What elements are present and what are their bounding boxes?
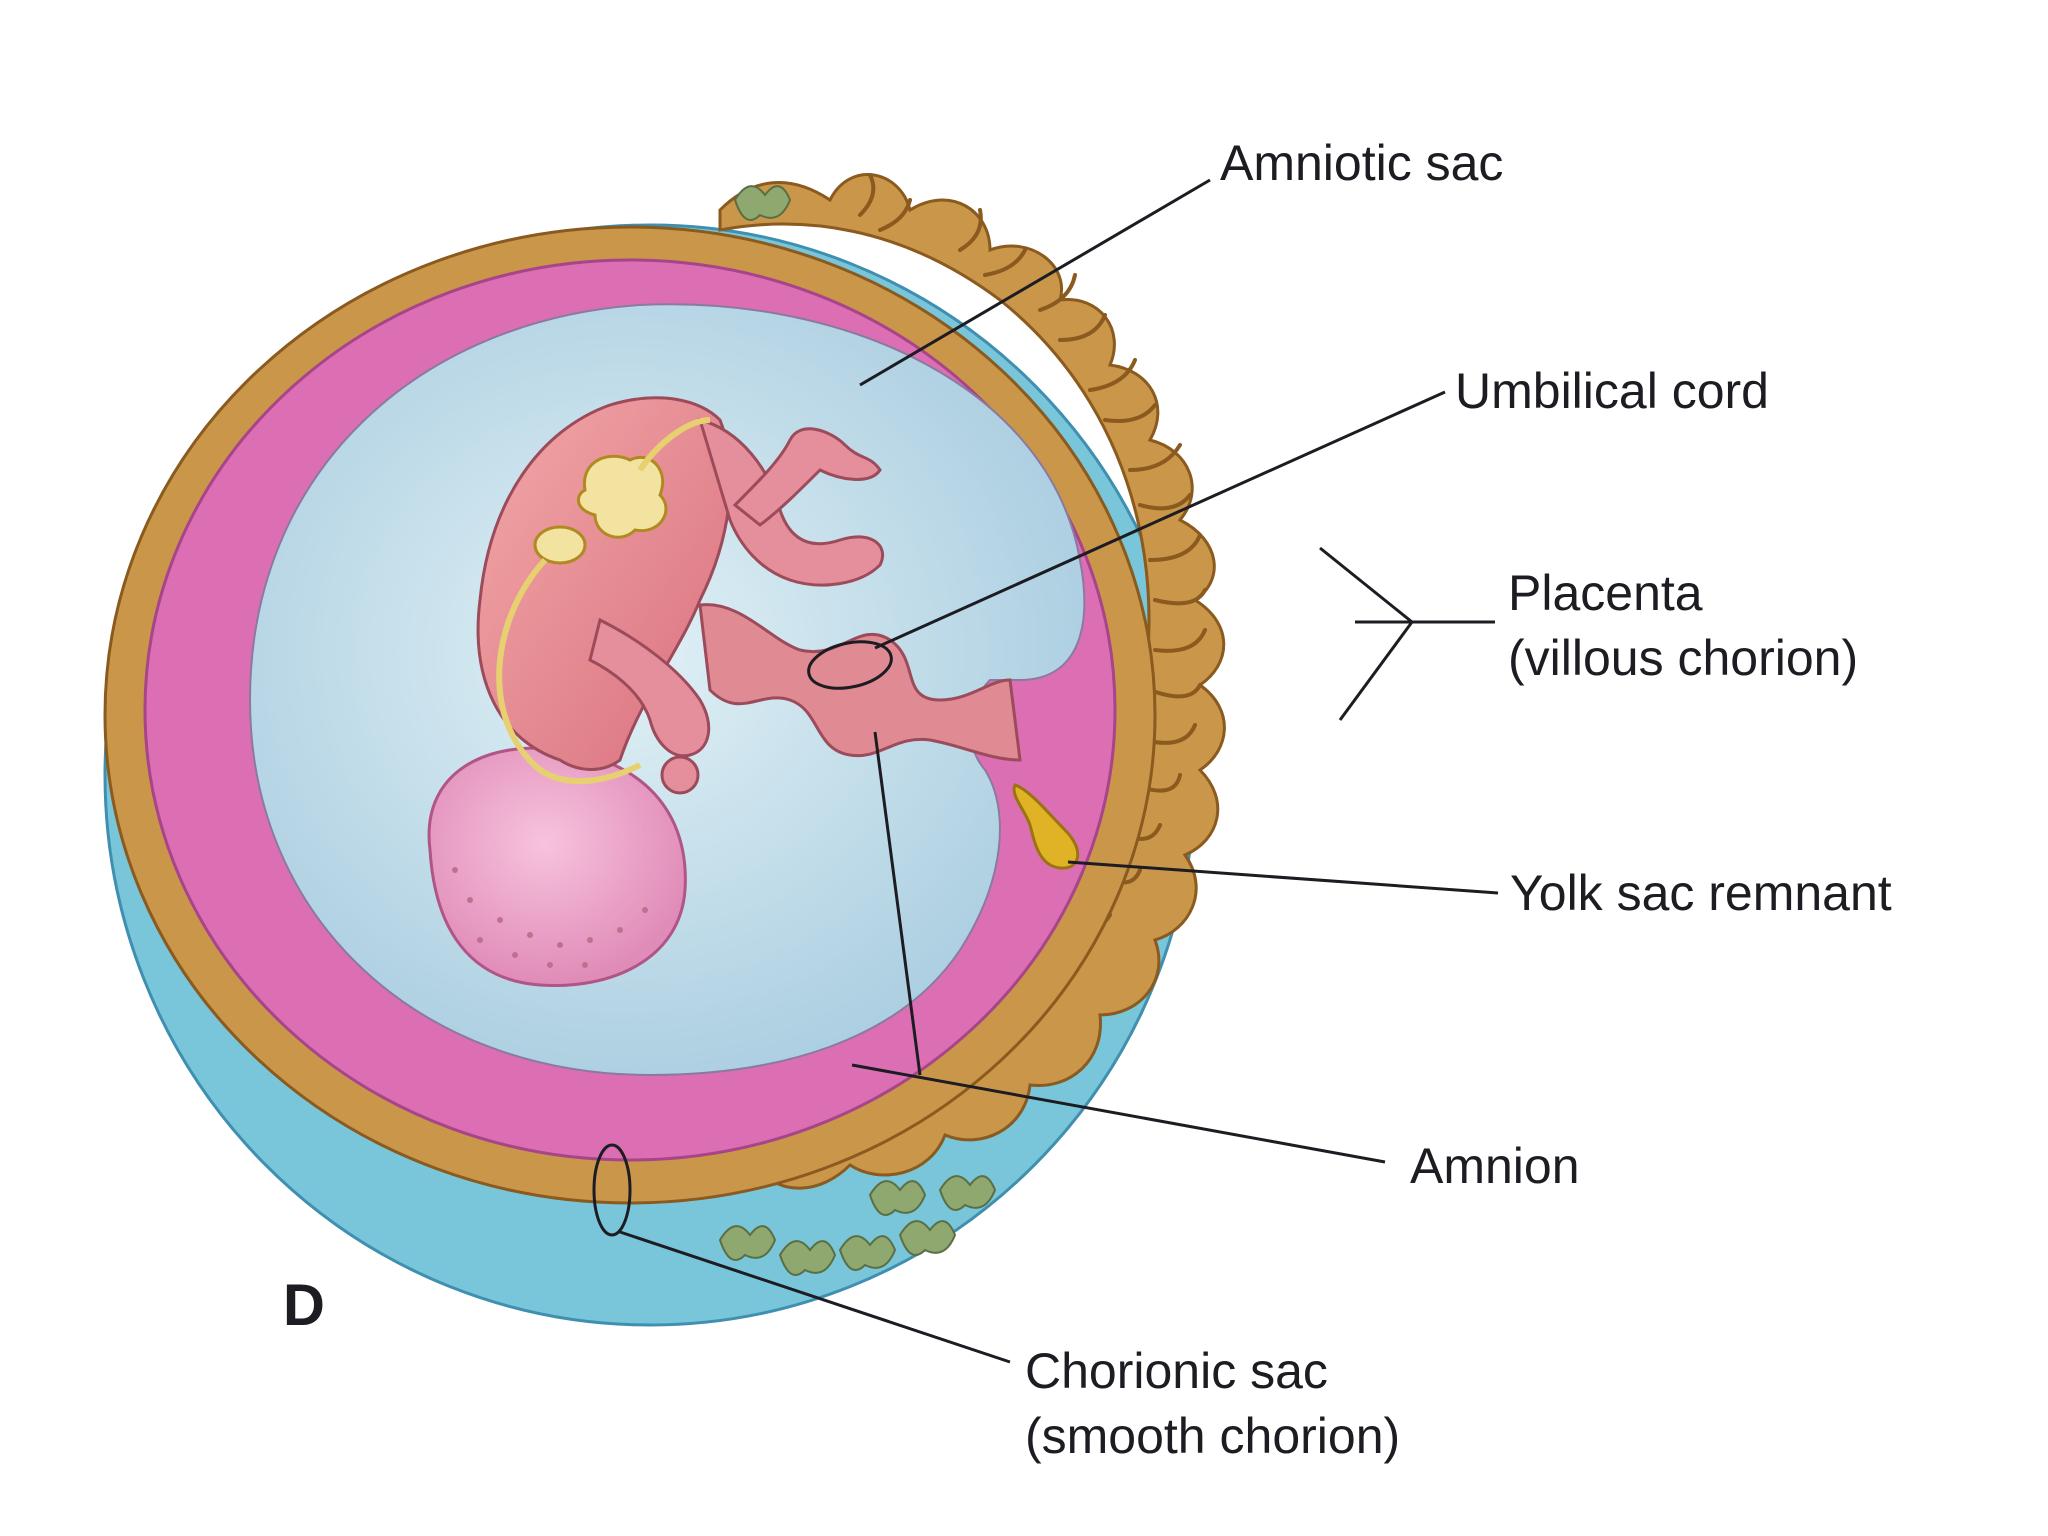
leader-yolk-sac-remnant	[1067, 860, 1499, 895]
umbilical-cord-loop	[807, 640, 893, 690]
umbilical-cord	[698, 603, 1022, 762]
yolk-sac-remnant	[1012, 783, 1080, 870]
leader-umbilical-cord	[874, 390, 1446, 650]
label-yolk-sac-remnant: Yolk sac remnant	[1510, 865, 1892, 921]
label-umbilical-cord: Umbilical cord	[1455, 363, 1769, 419]
label-smooth-chorion: (smooth chorion)	[1025, 1408, 1400, 1464]
leader-amniotic-sac	[859, 178, 1211, 387]
label-villous-chorion: (villous chorion)	[1508, 630, 1858, 686]
panel-letter: D	[283, 1273, 325, 1338]
leader-lines	[592, 178, 1499, 1364]
labels: Amniotic sac Umbilical cord Placenta (vi…	[283, 135, 1892, 1464]
chorionic-sac-loop	[592, 1143, 632, 1237]
leader-amnion	[851, 1063, 1386, 1164]
label-amnion: Amnion	[1410, 1138, 1580, 1194]
embryo	[427, 396, 884, 988]
leader-chorionic-sac	[619, 1230, 1011, 1364]
label-chorionic-sac: Chorionic sac	[1025, 1343, 1328, 1399]
label-placenta: Placenta	[1508, 565, 1703, 621]
label-amniotic-sac: Amniotic sac	[1220, 135, 1503, 191]
